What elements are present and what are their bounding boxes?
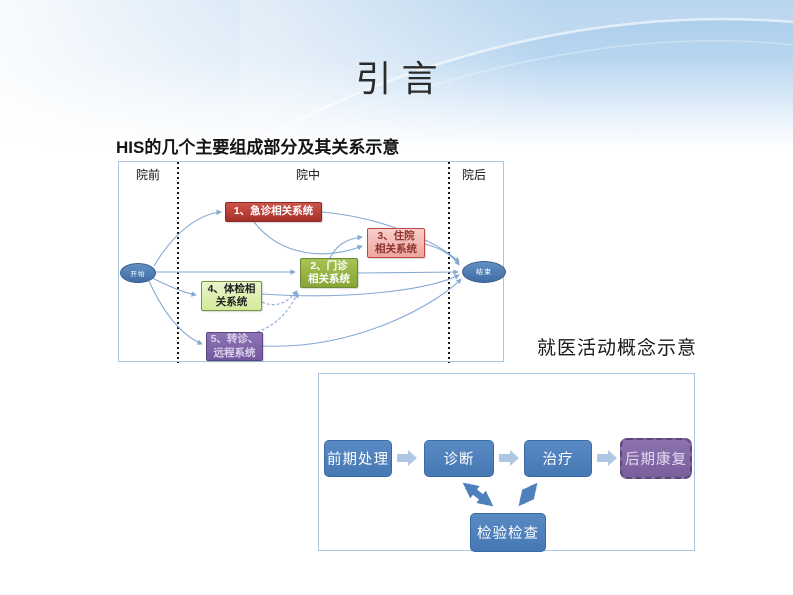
slide-background-band (0, 0, 793, 150)
flow-step-preprocessing: 前期处理 (324, 440, 392, 477)
swoosh-decoration-icon (239, 0, 793, 150)
his-box-checkup-system: 4、体检相 关系统 (201, 281, 262, 311)
flow-diagram-heading: 就医活动概念示意 (537, 338, 698, 359)
flow-diagram: 前期处理 诊断 治疗 后期康复 检验检查 (318, 373, 695, 552)
double-arrow-icon (462, 482, 538, 507)
flow-step-recovery: 后期康复 (620, 438, 692, 479)
his-box-label: 相关系统 (375, 243, 417, 255)
his-box-label: 相关系统 (308, 273, 350, 285)
his-diagram: 院前 院中 院后 开始 结束 1、急诊相关系统 2、门诊 相关系统 3、住院 相… (118, 161, 506, 363)
slide-title: 引言 (355, 59, 448, 99)
his-box-label: 4、体检相 (207, 282, 256, 295)
his-box-emergency-system: 1、急诊相关系统 (225, 202, 322, 222)
his-box-label: 5、转诊、 (210, 333, 259, 346)
his-diagram-heading: HIS的几个主要组成部分及其关系示意 (116, 138, 400, 157)
lane-label-in-hospital: 院中 (296, 168, 321, 182)
his-box-referral-remote-system: 5、转诊、 远程系统 (206, 332, 263, 361)
his-box-label: 3、住院 (377, 229, 415, 242)
end-node: 结束 (462, 261, 506, 283)
lane-label-post-hospital: 院后 (462, 168, 487, 182)
his-box-label: 关系统 (215, 296, 248, 308)
flow-step-examination: 检验检查 (470, 513, 546, 552)
his-arrows-layer (148, 162, 462, 363)
lane-label-pre-hospital: 院前 (136, 168, 161, 182)
right-arrow-icon (397, 450, 617, 466)
his-box-label: 2、门诊 (310, 259, 348, 272)
his-box-inpatient-system: 3、住院 相关系统 (367, 228, 425, 258)
his-box-outpatient-system: 2、门诊 相关系统 (300, 258, 358, 288)
flow-step-diagnosis: 诊断 (424, 440, 494, 477)
his-box-label: 远程系统 (213, 346, 256, 359)
his-box-label: 1、急诊相关系统 (233, 205, 314, 218)
start-node: 开始 (120, 263, 156, 283)
flow-step-treatment: 治疗 (524, 440, 592, 477)
flow-arrows-layer (397, 450, 617, 507)
